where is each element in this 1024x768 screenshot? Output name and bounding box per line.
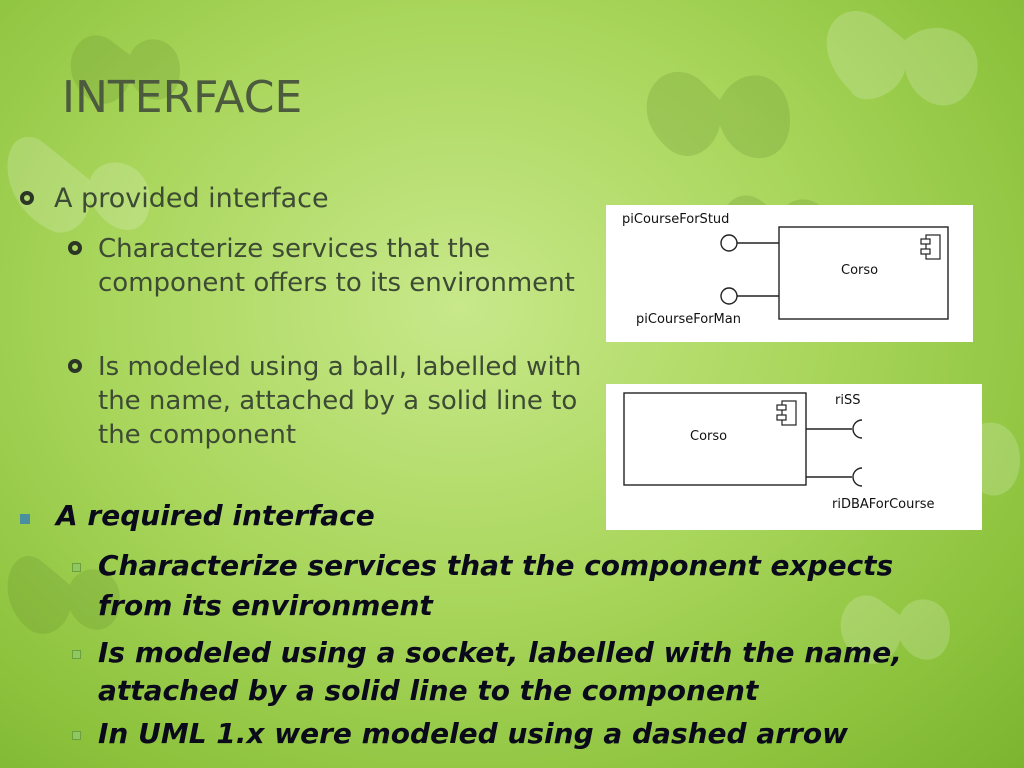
square-bullet-icon [72, 731, 81, 740]
component-box [623, 392, 807, 486]
ring-bullet-icon [68, 359, 82, 373]
required-interface-heading: A required interface [56, 499, 375, 532]
square-bullet-icon [72, 563, 81, 572]
interface-label-top: piCourseForStud [622, 212, 729, 227]
socket-icon [852, 419, 863, 439]
required-sub-item-1: Characterize services that the component… [98, 549, 894, 622]
ring-bullet-icon [68, 241, 82, 255]
component-name: Corso [841, 263, 878, 278]
interface-label-bottom: riDBAForCourse [832, 497, 934, 512]
square-bullet-icon [72, 650, 81, 659]
required-interface-diagram: Corso riSS riDBAForCourse [606, 384, 982, 530]
socket-icon [852, 467, 863, 487]
provided-interface-diagram: piCourseForStud Corso piCourseForMan [606, 205, 973, 342]
required-sub-item-2: Is modeled using a socket, labelled with… [98, 636, 902, 707]
ring-bullet-icon [20, 191, 34, 205]
component-icon [920, 234, 941, 260]
slide-title: INTERFACE [62, 72, 303, 123]
interface-label-bottom: piCourseForMan [636, 312, 741, 327]
square-bullet-icon [20, 514, 30, 524]
component-box [778, 226, 949, 320]
provided-sub-item-2: Is modeled using a ball, labelled with t… [98, 352, 582, 450]
component-name: Corso [690, 429, 727, 444]
ball-icon [720, 234, 738, 252]
component-icon [776, 400, 797, 426]
required-sub-item-3: In UML 1.x were modeled using a dashed a… [98, 717, 848, 750]
provided-sub-item-1: Characterize services that the component… [98, 234, 575, 298]
interface-label-top: riSS [835, 393, 860, 408]
ball-icon [720, 287, 738, 305]
provided-interface-heading: A provided interface [54, 183, 329, 214]
